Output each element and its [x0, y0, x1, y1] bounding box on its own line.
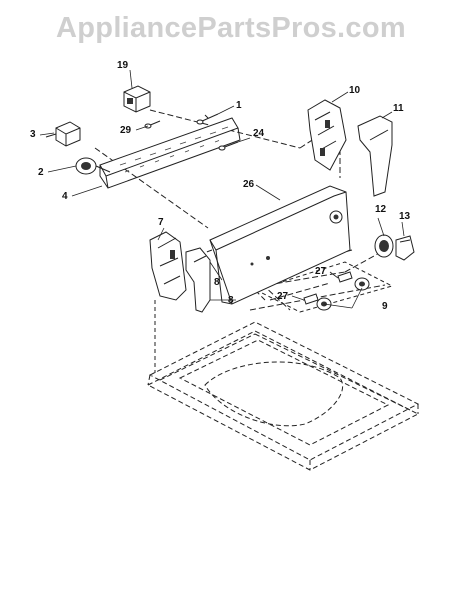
switch-part — [123, 85, 151, 113]
control-knob — [395, 235, 415, 261]
callout-27-lower: 27 — [277, 291, 289, 302]
watermark-text: AppliancePartsPros.com — [56, 12, 406, 44]
callout-1: 1 — [236, 100, 242, 111]
callout-leaders — [39, 69, 405, 309]
callout-4: 4 — [62, 191, 68, 202]
right-endcap — [357, 115, 393, 197]
callout-27-upper: 27 — [315, 266, 327, 277]
knob-bezel — [374, 234, 394, 258]
callout-2: 2 — [38, 167, 44, 178]
left-endcap-bracket — [149, 231, 187, 301]
left-endcap — [185, 247, 211, 313]
connector-part — [45, 121, 81, 147]
callout-13: 13 — [399, 211, 411, 222]
callout-11: 11 — [393, 103, 404, 114]
clips — [303, 271, 353, 305]
callout-24: 24 — [253, 128, 265, 139]
callout-8-upper: 8 — [214, 277, 220, 288]
callout-19: 19 — [117, 60, 129, 71]
control-panel-strip — [99, 117, 241, 189]
callout-8-lower: 8 — [228, 295, 234, 306]
callout-9: 9 — [382, 301, 388, 312]
callout-10: 10 — [349, 85, 361, 96]
small-knobs — [316, 277, 370, 311]
screws — [144, 113, 239, 151]
callout-26: 26 — [243, 179, 255, 190]
callout-7: 7 — [158, 217, 164, 228]
callout-3: 3 — [30, 129, 36, 140]
console-housing — [209, 185, 351, 305]
top-panel-outline — [146, 321, 420, 471]
callout-12: 12 — [375, 204, 387, 215]
right-endcap-bracket — [307, 99, 347, 171]
callout-29: 29 — [120, 125, 132, 136]
